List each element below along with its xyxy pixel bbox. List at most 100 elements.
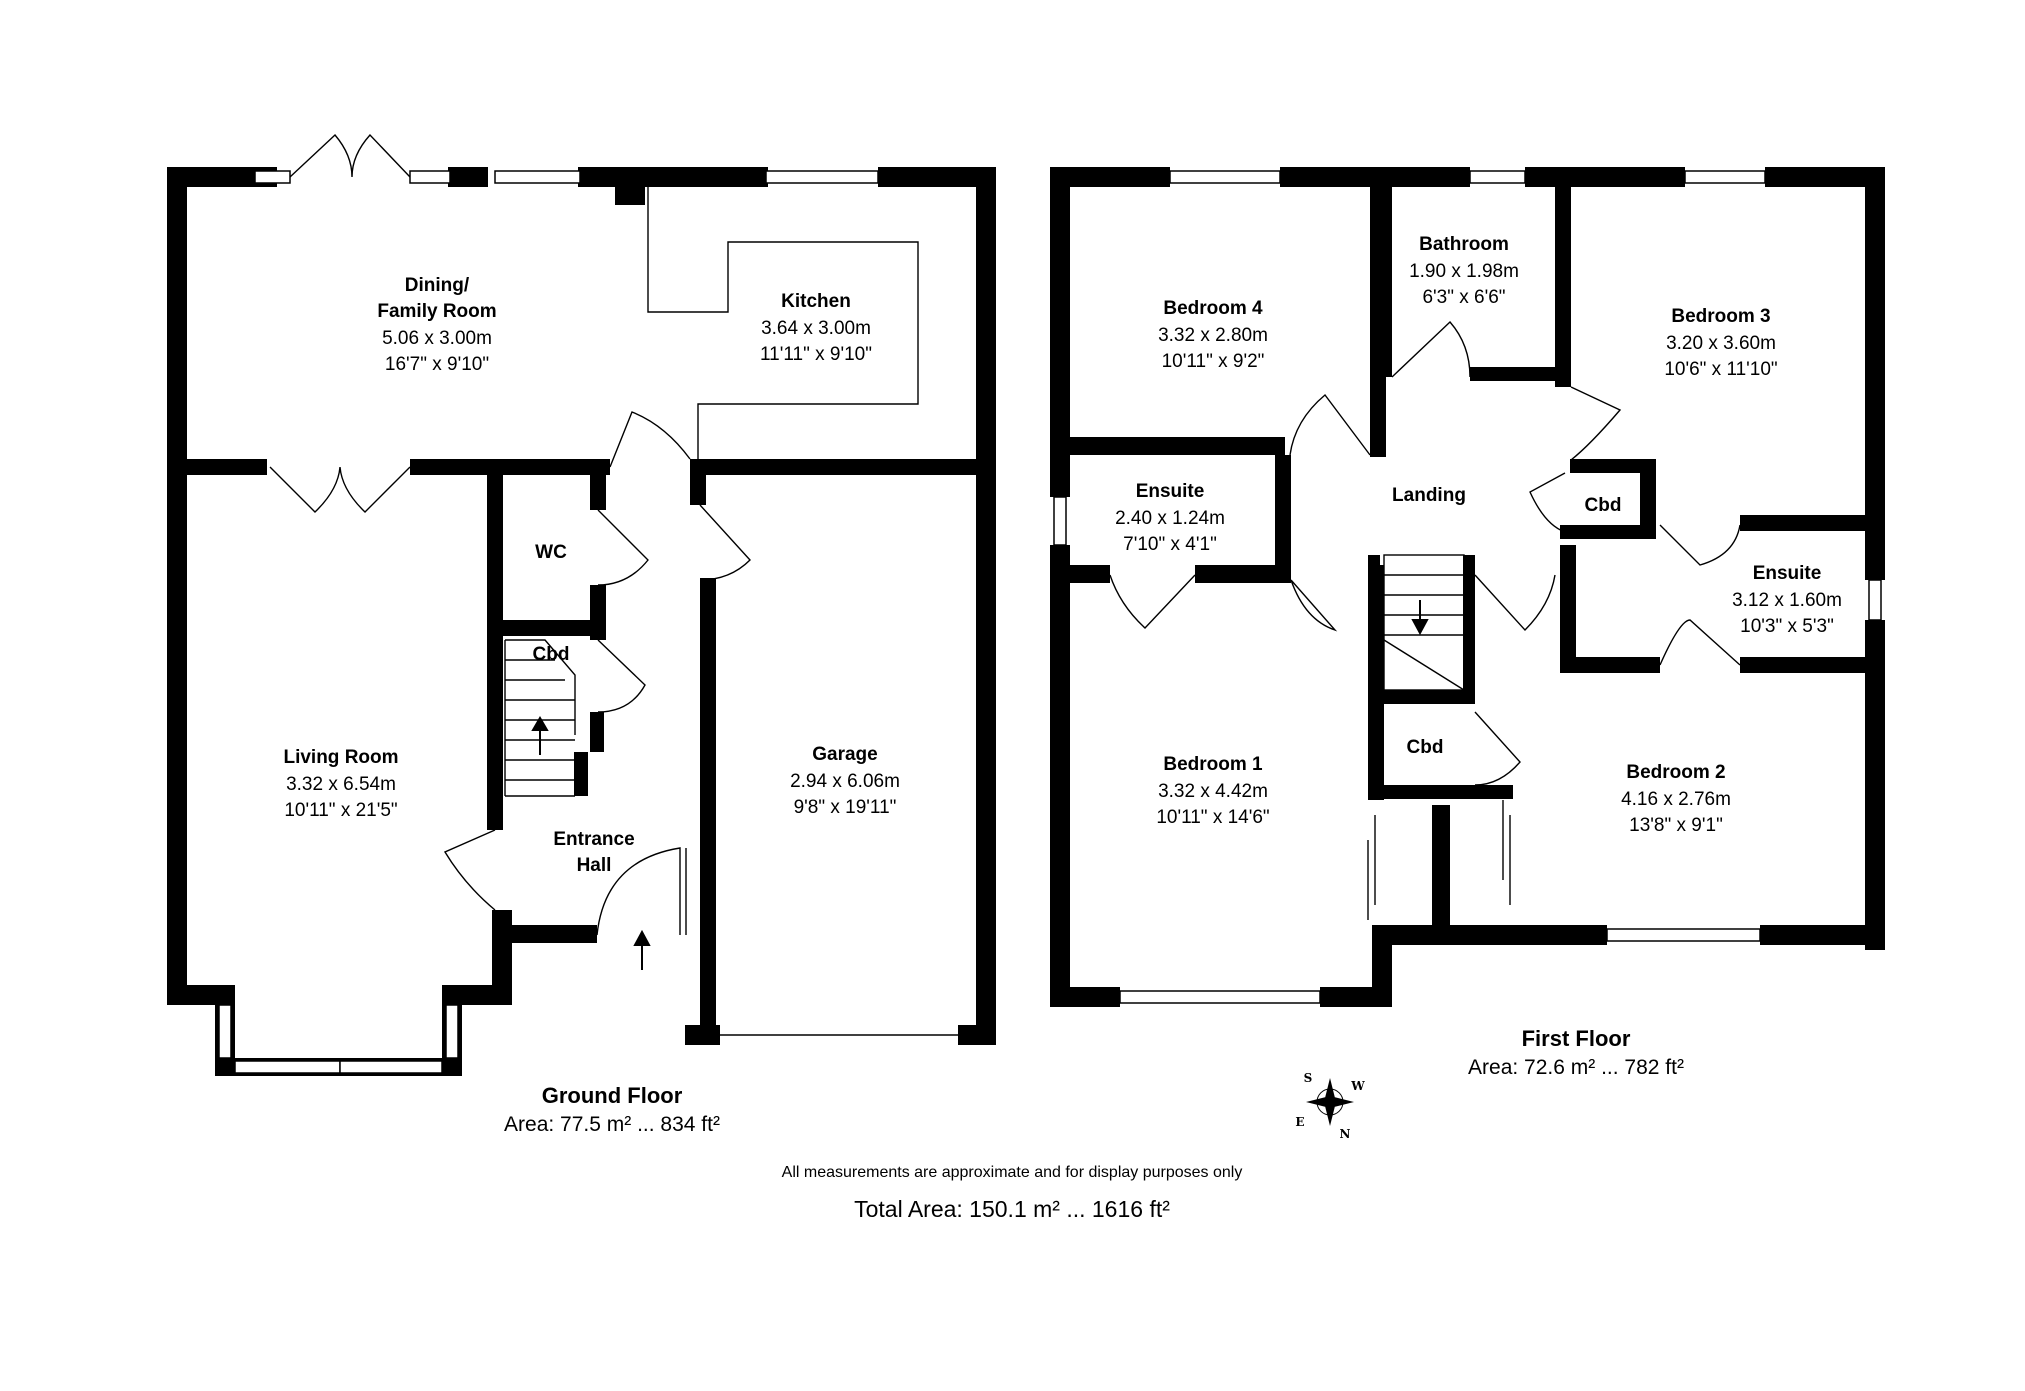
gf-door-cbd [597,639,646,713]
disclaimer-text: All measurements are approximate and for… [782,1164,1243,1181]
compass-e: E [1295,1115,1304,1129]
ff-wall-left-top [1050,167,1070,497]
ff-bathroom-imperial: 6'3" x 6'6" [1422,287,1505,308]
gf-area: Area: 77.5 m² ... 834 ft² [504,1113,720,1136]
gf-wall-dining-living-r [410,459,610,475]
gf-stair-arrow-icon [531,716,549,755]
ff-door-cbd [1529,472,1566,533]
gf-garage-name: Garage [812,744,877,765]
ff-ensuite1-metric: 2.40 x 1.24m [1115,508,1225,529]
ff-wall-left-bot [1050,545,1070,1007]
gf-wall-top-mid2 [578,167,768,187]
ff-door-b3 [1570,386,1622,461]
ff-wall-b3-bottom [1740,515,1885,531]
gf-door-living [443,829,496,911]
gf-wall-kitchen-garage [690,459,996,475]
ff-bedroom2-metric: 4.16 x 2.76m [1621,789,1731,810]
ff-cbd-landing-name: Cbd [1585,495,1622,516]
gf-entrance-arrow-icon [633,929,651,970]
gf-wall-bottom-left [167,985,227,1005]
gf-title: Ground Floor [542,1083,683,1108]
gf-garage-wall-bottom-r [958,1025,996,1045]
ff-bedroom2-imperial: 13'8" x 9'1" [1629,815,1723,836]
gf-wall-cbd-right [590,712,604,752]
ff-wall-bath-right [1555,187,1571,387]
ff-door-landing-r [1474,574,1556,632]
ff-wall-b4-bottom [1050,437,1285,455]
ff-wall-ens2-left [1560,545,1576,670]
ff-wall-cbd2-bottom [1378,785,1513,799]
gf-dining-name-2: Family Room [377,301,496,322]
gf-wall-dining-living-l [167,459,267,475]
ff-wall-bottom-right-1 [1372,925,1607,945]
ff-bedroom1-imperial: 10'11" x 14'6" [1156,807,1269,828]
ff-door-b1 [1290,579,1338,632]
ff-staircase [1383,554,1465,691]
ff-ensuite2-name: Ensuite [1753,563,1822,584]
gf-wall-right [976,167,996,1045]
ff-wall-ens2-bottom-l [1560,657,1660,673]
ff-ensuite2-metric: 3.12 x 1.60m [1732,590,1842,611]
gf-window-bay-right [445,1004,459,1059]
gf-window-bay-front-1 [234,1060,341,1074]
first-floor-plan: S W E N [1050,167,1885,1141]
ff-wall-top-4 [1765,167,1885,187]
ff-bedroom4-metric: 3.32 x 2.80m [1158,325,1268,346]
ff-wall-ens1-bottom-l [1050,565,1110,583]
gf-wall-stair-end [574,752,588,796]
gf-french-door-mid [269,466,411,513]
gf-door-wc [597,509,649,586]
ff-wall-stair-left [1368,565,1384,800]
ff-wall-ens1-right [1275,455,1291,580]
ff-wall-ens1-bottom-r [1195,565,1291,583]
gf-kitchen-worktop [647,187,919,459]
gf-french-door-top [289,133,411,178]
ff-bedroom4-name: Bedroom 4 [1163,298,1263,319]
gf-kitchen-imperial: 11'11" x 9'10" [760,344,872,365]
total-area: Total Area: 150.1 m² ... 1616 ft² [854,1196,1170,1222]
ff-wall-cbd-bottom [1560,525,1656,539]
gf-garage-metric: 2.94 x 6.06m [790,771,900,792]
ff-bedroom3-name: Bedroom 3 [1671,306,1770,327]
gf-living-name: Living Room [283,747,398,768]
ff-wall-cbd-top [1570,459,1655,473]
gf-door-front [596,847,681,936]
ff-window-b2 [1606,928,1761,942]
ff-door-b4 [1289,393,1371,456]
gf-wall-top-mid [448,167,488,187]
ff-wall-stair-top [1368,555,1380,575]
gf-door-kitchen [609,411,691,468]
ff-wall-bath-bottom [1470,367,1570,381]
compass-w: W [1350,1079,1365,1093]
ff-window-b4 [1169,170,1281,184]
ff-window-ens2 [1868,579,1882,621]
ff-ensuite1-name: Ensuite [1136,481,1205,502]
gf-hall-wall-bottom [492,925,597,943]
ff-wall-bath-left [1376,187,1392,377]
ff-wall-cbd2-top [1378,690,1475,704]
ff-window-bath [1469,170,1526,184]
ff-cbd-first-name: Cbd [1407,737,1444,758]
gf-wall-left [167,167,187,1005]
compass-s: S [1304,1071,1313,1085]
gf-garage-imperial: 9'8" x 19'11" [794,797,897,818]
ff-bedroom1-name: Bedroom 1 [1163,754,1263,775]
ff-landing-name: Landing [1392,485,1466,506]
gf-cbd-name: Cbd [533,644,570,665]
ff-window-ens1 [1053,496,1067,546]
gf-dining-metric: 5.06 x 3.00m [382,328,492,349]
ff-wall-right-bot [1865,620,1885,950]
ff-bedroom3-imperial: 10'6" x 11'10" [1664,359,1777,380]
gf-hall-name-1: Entrance [553,829,634,850]
gf-hall-wall-v [492,910,512,1005]
gf-dining-imperial: 16'7" x 9'10" [385,354,489,375]
ff-window-b3 [1684,170,1766,184]
ff-bathroom-name: Bathroom [1419,234,1509,255]
ff-ensuite1-imperial: 7'10" x 4'1" [1123,534,1217,555]
gf-kitchen-name: Kitchen [781,291,851,312]
ff-wall-top-1 [1050,167,1170,187]
gf-kitchen-post [615,187,645,205]
ff-wall-step [1372,925,1392,1007]
ff-window-b1 [1119,990,1321,1004]
gf-window-bay-left [218,1004,232,1059]
